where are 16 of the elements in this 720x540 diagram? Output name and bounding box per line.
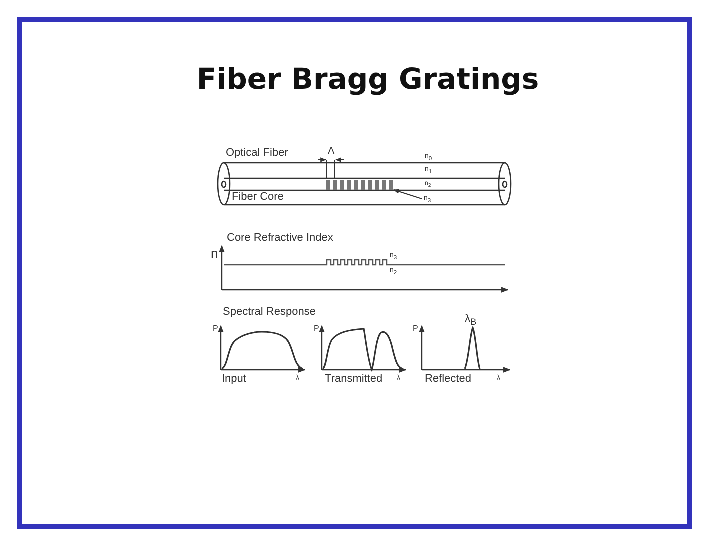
leader-line [393, 189, 422, 200]
peak-label: λ$_{B}$ [465, 314, 477, 328]
plot-title: Core Refractive Index [227, 233, 334, 244]
grating-drawing [326, 180, 393, 190]
plot-caption: Transmitted [325, 374, 383, 385]
slide-title: Fiber Bragg Gratings [196, 62, 540, 96]
plot-caption: Input [222, 374, 246, 385]
part-label: Optical Fiber [226, 148, 288, 159]
plot-caption: Reflected [425, 374, 472, 385]
part-label: Fiber Core [232, 192, 284, 203]
axis-label: n [211, 247, 218, 260]
period-label: Λ [328, 147, 335, 157]
plot-title: Spectral Response [223, 307, 316, 318]
axis-label: P [413, 325, 418, 333]
axis-label: P [314, 325, 320, 333]
axis-label: P [213, 325, 218, 333]
